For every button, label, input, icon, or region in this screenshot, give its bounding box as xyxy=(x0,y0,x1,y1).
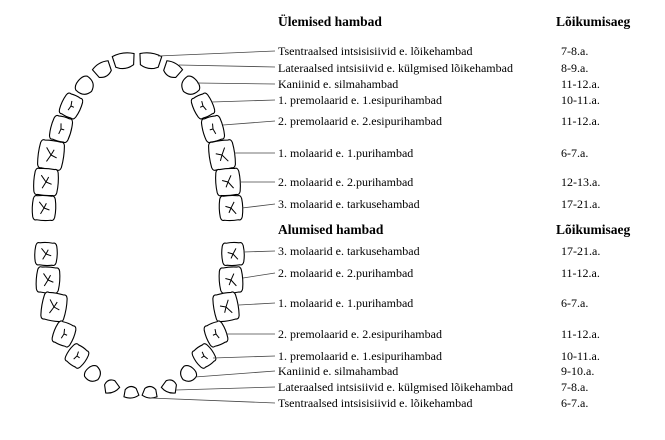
lower-age-molars-1: 6-7.a. xyxy=(561,296,588,310)
upper-label-central-incisors: Tsentraalsed intsisisiivid e. lõikehamba… xyxy=(278,44,472,58)
lower-label-molars-2: 2. molaarid e. 2.purihambad xyxy=(278,266,413,280)
lower-tooth-molar1-left xyxy=(40,291,69,323)
lower-tooth-central-incisor-right xyxy=(142,386,158,399)
upper-age-molars-3: 17-21.a. xyxy=(561,197,600,211)
lower-tooth-canine-left xyxy=(82,363,104,385)
lower-tooth-lateral-incisor-right xyxy=(161,378,180,395)
lower-tooth-premolar2-left xyxy=(50,319,78,348)
lower-label-molars-1: 1. molaarid e. 1.purihambad xyxy=(278,296,413,310)
leader-upper-canines xyxy=(197,83,275,84)
upper-age-molars-2: 12-13.a. xyxy=(561,175,600,189)
lower-label-premolars-1: 1. premolaarid e. 1.esipurihambad xyxy=(278,349,442,363)
lower-age-molars-2: 11-12.a. xyxy=(561,266,600,280)
upper-tooth-molar2-right xyxy=(215,168,241,197)
lower-tooth-molar1-right xyxy=(212,291,241,323)
upper-tooth-molar1-left xyxy=(36,139,65,171)
leader-lower-molars-1 xyxy=(239,303,275,305)
upper-tooth-canine-left xyxy=(73,74,98,99)
leader-upper-molars-3 xyxy=(242,204,275,208)
leader-lower-canines xyxy=(195,371,275,377)
upper-label-molars-1: 1. molaarid e. 1.purihambad xyxy=(278,146,413,160)
upper-tooth-molar3-right xyxy=(219,195,243,221)
upper-tooth-molar1-right xyxy=(207,139,236,171)
upper-label-canines: Kaniinid e. silmahambad xyxy=(278,77,398,91)
lower-label-central-incisors: Tsentraalsed intsisisiivid e. lõikehamba… xyxy=(278,396,472,410)
upper-label-molars-3: 3. molaarid e. tarkusehambad xyxy=(278,197,420,211)
upper-tooth-central-incisor-left xyxy=(112,52,136,70)
leader-lower-central-incisors xyxy=(150,398,275,403)
leader-lower-lateral-incisors xyxy=(176,387,275,390)
lower-tooth-canine-right xyxy=(177,363,199,385)
lower-heading: Alumised hambad xyxy=(278,222,383,238)
upper-label-lateral-incisors: Lateraalsed intsisiivid e. külgmised lõi… xyxy=(278,61,513,75)
leader-lower-molars-2 xyxy=(243,273,275,278)
upper-tooth-central-incisor-right xyxy=(138,52,162,70)
upper-tooth-molar2-left xyxy=(33,168,59,197)
upper-age-premolars-2: 11-12.a. xyxy=(561,114,600,128)
leader-upper-lateral-incisors xyxy=(179,65,275,67)
upper-tooth-canine-right xyxy=(178,74,203,99)
upper-age-central-incisors: 7-8.a. xyxy=(561,44,588,58)
lower-tooth-molar3-right xyxy=(221,242,244,266)
upper-label-premolars-1: 1. premolaarid e. 1.esipurihambad xyxy=(278,93,442,107)
lower-tooth-molar2-left xyxy=(35,266,60,294)
upper-age-canines: 11-12.a. xyxy=(561,77,600,91)
leader-lower-premolars-1 xyxy=(213,356,275,358)
lower-age-canines: 9-10.a. xyxy=(561,364,594,378)
lower-tooth-central-incisor-left xyxy=(123,386,139,399)
lower-age-lateral-incisors: 7-8.a. xyxy=(561,380,588,394)
upper-tooth-premolar2-right xyxy=(200,114,226,143)
upper-label-premolars-2: 2. premolaarid e. 2.esipurihambad xyxy=(278,114,442,128)
leader-upper-central-incisors xyxy=(158,51,275,56)
upper-dental-arch xyxy=(32,52,243,221)
upper-age-heading: Lõikumisaeg xyxy=(556,14,630,30)
lower-label-lateral-incisors: Lateraalsed intsisiivid e. külgmised lõi… xyxy=(278,380,513,394)
upper-tooth-lateral-incisor-left xyxy=(91,59,114,81)
lower-age-premolars-2: 11-12.a. xyxy=(561,327,600,341)
leader-upper-premolars-2 xyxy=(223,121,275,125)
lower-tooth-molar2-right xyxy=(218,266,243,294)
upper-tooth-lateral-incisor-right xyxy=(161,59,184,81)
lower-age-premolars-1: 10-11.a. xyxy=(561,349,600,363)
upper-tooth-premolar2-left xyxy=(48,114,74,143)
lower-label-premolars-2: 2. premolaarid e. 2.esipurihambad xyxy=(278,327,442,341)
upper-heading: Ülemised hambad xyxy=(278,14,382,30)
lower-age-heading: Lõikumisaeg xyxy=(556,222,630,238)
lower-label-molars-3: 3. molaarid e. tarkusehambad xyxy=(278,244,420,258)
leader-lower-molars-3 xyxy=(244,251,275,252)
lower-tooth-lateral-incisor-left xyxy=(102,378,121,395)
upper-age-molars-1: 6-7.a. xyxy=(561,146,588,160)
leader-upper-premolars-1 xyxy=(212,100,275,102)
upper-age-lateral-incisors: 8-9.a. xyxy=(561,61,588,75)
upper-label-molars-2: 2. molaarid e. 2.purihambad xyxy=(278,175,413,189)
upper-age-premolars-1: 10-11.a. xyxy=(561,93,600,107)
upper-tooth-molar3-left xyxy=(32,195,56,221)
lower-label-canines: Kaniinid e. silmahambad xyxy=(278,364,398,378)
lower-tooth-molar3-left xyxy=(34,242,57,266)
lower-age-molars-3: 17-21.a. xyxy=(561,244,600,258)
lower-age-central-incisors: 6-7.a. xyxy=(561,396,588,410)
